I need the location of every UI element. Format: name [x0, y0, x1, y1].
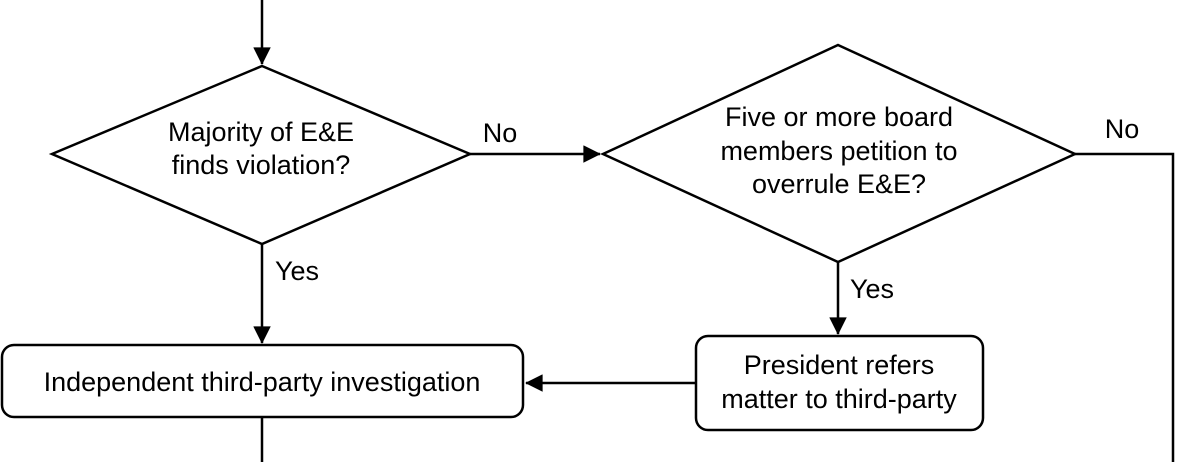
- node-decision-majority: Majority of E&E finds violation?: [48, 64, 474, 246]
- decision-majority-diamond: [48, 64, 474, 246]
- decision-majority-text-line2: finds violation?: [172, 150, 351, 180]
- edge-label-yes-petition: Yes: [850, 274, 894, 304]
- edge-no-petition-line: [1075, 152, 1175, 462]
- process-president-text-line1: President refers: [744, 350, 935, 380]
- node-decision-petition: Five or more board members petition to o…: [600, 43, 1079, 264]
- decision-petition-text-line2: members petition to: [720, 136, 957, 166]
- decision-petition-text-line3: overrule E&E?: [752, 169, 926, 199]
- node-process-investigation: Independent third-party investigation: [0, 343, 525, 419]
- process-investigation-box: [0, 343, 525, 419]
- edges: [253, 0, 1175, 462]
- edge-labels: No Yes Yes No: [275, 114, 1139, 304]
- decision-petition-text-line1: Five or more board: [725, 102, 953, 132]
- edge-label-no-majority: No: [483, 118, 518, 148]
- node-process-president: President refers matter to third-party: [694, 334, 985, 432]
- process-president-text-line2: matter to third-party: [721, 384, 957, 414]
- edge-label-yes-majority: Yes: [275, 256, 319, 286]
- process-investigation-text: Independent third-party investigation: [44, 367, 481, 397]
- edge-label-no-petition: No: [1105, 114, 1140, 144]
- decision-majority-text-line1: Majority of E&E: [168, 117, 354, 147]
- decision-petition-diamond: [600, 43, 1079, 264]
- process-president-box: [694, 334, 985, 432]
